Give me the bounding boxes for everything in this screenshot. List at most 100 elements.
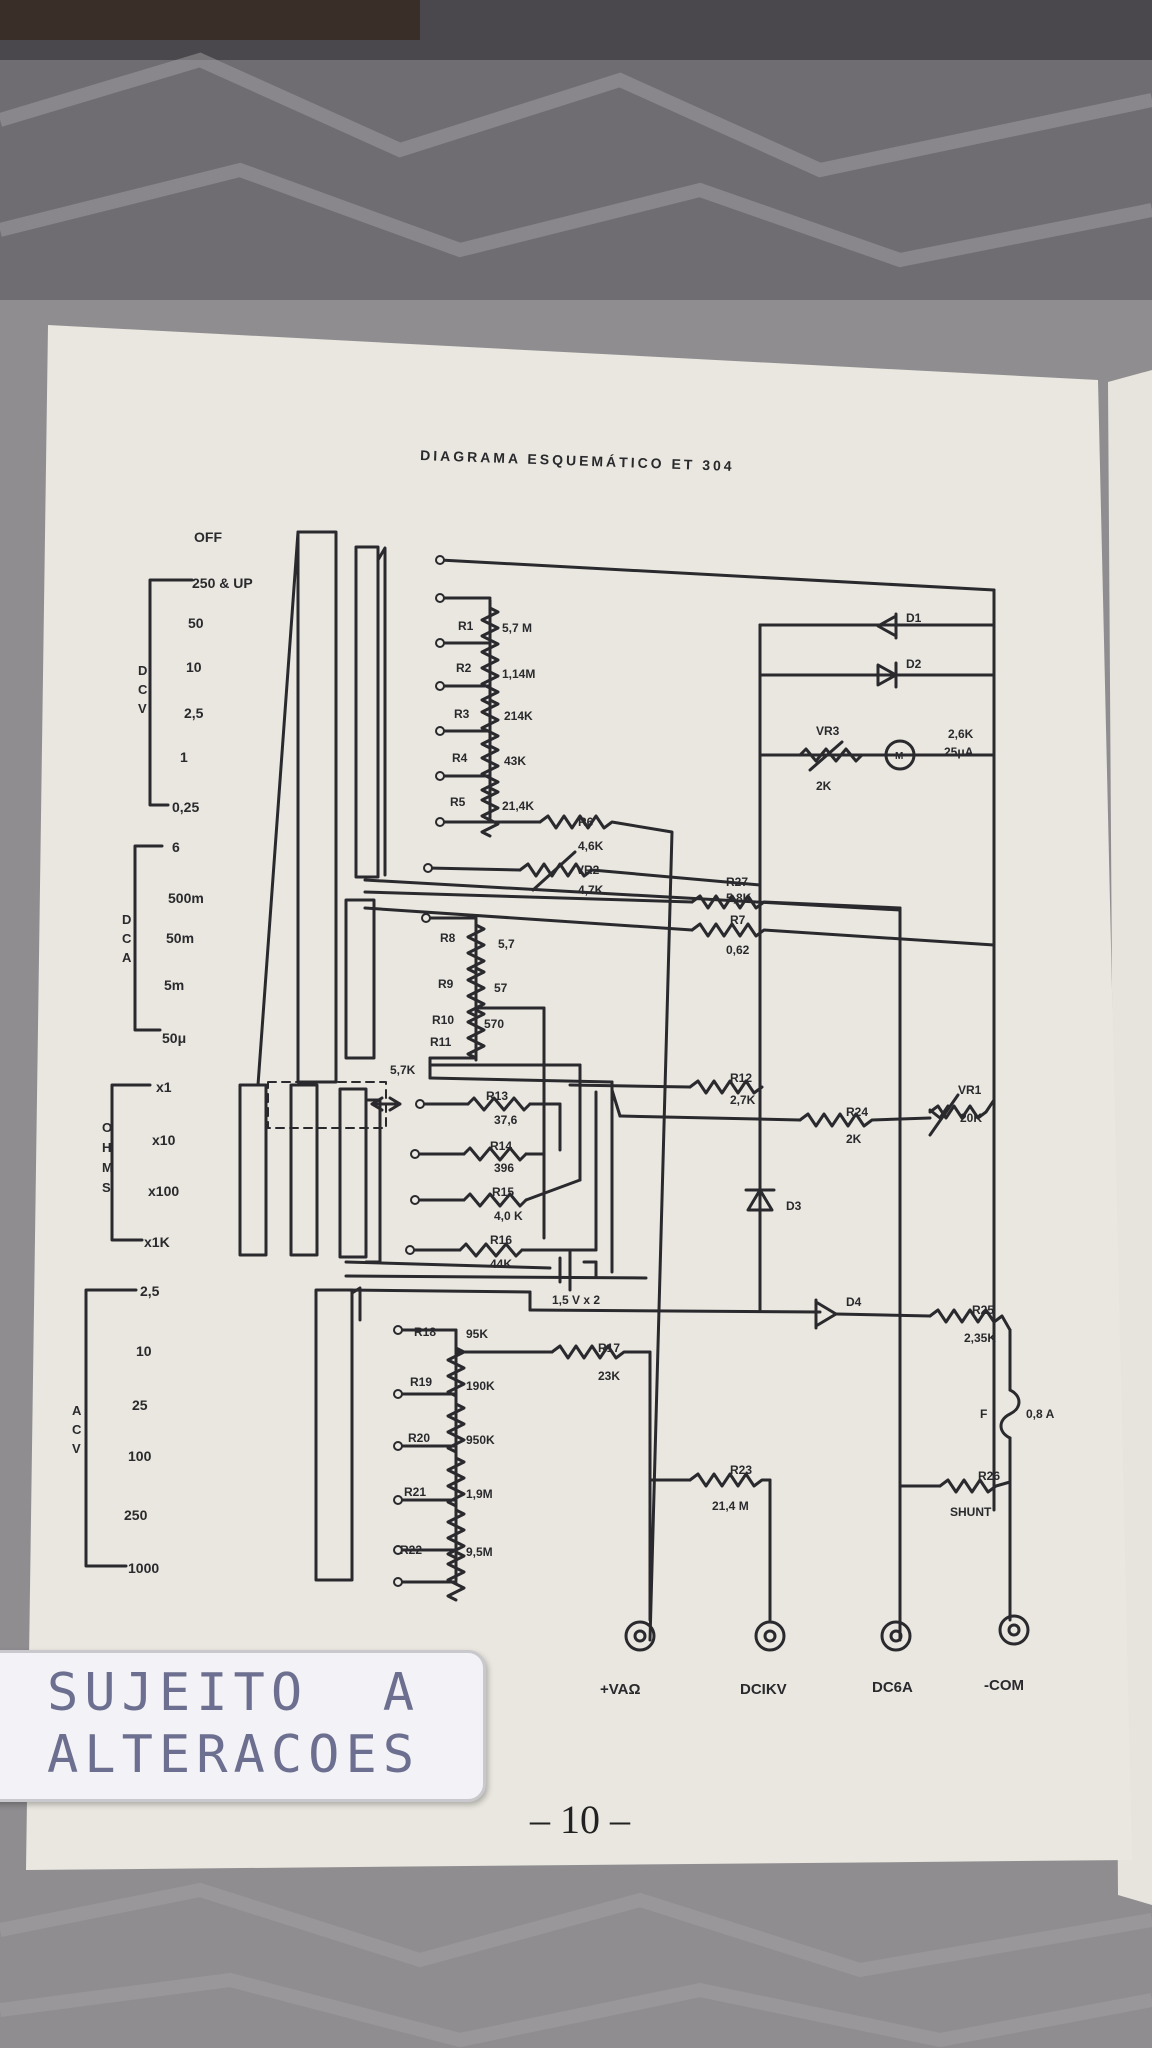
value-meter-1: 2,6K (948, 727, 974, 741)
value-r8: 5,7 (498, 937, 515, 951)
label-r14: R14 (490, 1139, 512, 1153)
label-battery: 1,5 V x 2 (552, 1293, 600, 1307)
ohms-group-1: H (102, 1140, 111, 1155)
switch-wafer-dca (344, 898, 376, 1060)
range-off: OFF (194, 529, 222, 545)
dca-range-1: 500m (168, 890, 204, 906)
page-number: – 10 – (530, 1797, 630, 1842)
ohms-bracket (110, 1083, 152, 1242)
dcv-bracket (148, 578, 194, 807)
value-meter-2: 25μA (944, 745, 974, 759)
value-r27: 5,8K (726, 891, 752, 905)
value-vr2: 4,7K (578, 883, 604, 897)
label-r3: R3 (454, 707, 470, 721)
label-r25: R25 (972, 1303, 994, 1317)
ohms-range-0: x1 (156, 1079, 172, 1095)
value-r21: 1,9M (466, 1487, 493, 1501)
value-r18: 95K (466, 1327, 488, 1341)
value-vr3: 2K (816, 779, 832, 793)
dca-group-0: D (122, 912, 131, 927)
dca-range-3: 5m (164, 977, 184, 993)
acv-bracket (84, 1288, 138, 1568)
value-fuse: 0,8 A (1026, 1407, 1055, 1421)
label-r19: R19 (410, 1375, 432, 1389)
label-r8: R8 (440, 931, 456, 945)
dca-group-2: A (122, 950, 132, 965)
switch-wafer-ohms-1 (238, 1083, 268, 1257)
dcv-group-1: C (138, 682, 148, 697)
dcv-group-2: V (138, 701, 147, 716)
schematic-title: DIAGRAMA ESQUEMÁTICO ET 304 (420, 447, 735, 474)
switch-wafer-ohms-3 (338, 1087, 368, 1259)
acv-range-4: 250 (124, 1507, 148, 1523)
value-r1: 5,7 M (502, 621, 532, 635)
label-r13: R13 (486, 1089, 508, 1103)
label-r12: R12 (730, 1071, 752, 1085)
dcv-range-3: 2,5 (184, 705, 204, 721)
label-r27: R27 (726, 875, 748, 889)
value-r4: 43K (504, 754, 526, 768)
sticker-line-1: SUJEITO A (47, 1663, 421, 1723)
acv-group-1: C (72, 1422, 82, 1437)
value-r23: 21,4 M (712, 1499, 749, 1513)
label-r20: R20 (408, 1431, 430, 1445)
acv-range-3: 100 (128, 1448, 152, 1464)
value-r2: 1,14M (502, 667, 535, 681)
label-meter: M (895, 751, 903, 762)
label-r4: R4 (452, 751, 468, 765)
dca-range-0: 6 (172, 839, 180, 855)
label-r10: R10 (432, 1013, 454, 1027)
label-d4: D4 (846, 1295, 862, 1309)
ohms-group-0: O (102, 1120, 112, 1135)
value-r14: 396 (494, 1161, 514, 1175)
label-r18: R18 (414, 1325, 436, 1339)
label-vr3: VR3 (816, 724, 840, 738)
switch-wafer-main (296, 530, 338, 1084)
value-r5: 21,4K (502, 799, 534, 813)
switch-wafer-ohms-2 (289, 1083, 319, 1257)
label-r23: R23 (730, 1463, 752, 1477)
label-vr1: VR1 (958, 1083, 982, 1097)
label-r22: R22 (400, 1543, 422, 1557)
label-r7: R7 (730, 913, 746, 927)
value-r12: 2,7K (730, 1093, 756, 1107)
value-r26: SHUNT (950, 1505, 992, 1519)
sticker-line-2: ALTERACOES (47, 1725, 421, 1785)
value-r9: 57 (494, 981, 508, 995)
label-r1: R1 (458, 619, 474, 633)
dcv-range-5: 0,25 (172, 799, 199, 815)
label-vr2: VR2 (576, 863, 600, 877)
dcv-group-0: D (138, 663, 147, 678)
terminal-jack-dc6a (880, 1620, 912, 1652)
dcv-range-1: 50 (188, 615, 204, 631)
acv-range-5: 1000 (128, 1560, 159, 1576)
value-r19: 190K (466, 1379, 495, 1393)
ohms-range-3: x1K (144, 1234, 170, 1250)
value-r6: 4,6K (578, 839, 604, 853)
terminal-jack-dc1kv (754, 1620, 786, 1652)
label-r24: R24 (846, 1105, 868, 1119)
label-r9: R9 (438, 977, 454, 991)
value-r3: 214K (504, 709, 533, 723)
terminal-jack-com (998, 1614, 1030, 1646)
label-r26: R26 (978, 1469, 1000, 1483)
terminal-label-vaohm: +VAΩ (600, 1681, 641, 1698)
dca-range-4: 50μ (162, 1030, 186, 1046)
dca-range-2: 50m (166, 930, 194, 946)
value-r24: 2K (846, 1132, 862, 1146)
terminal-label-dc6a: DC6A (872, 1679, 913, 1696)
value-r10: 570 (484, 1017, 504, 1031)
terminal-label-com: -COM (984, 1677, 1024, 1694)
dca-group-1: C (122, 931, 132, 946)
value-r20: 950K (466, 1433, 495, 1447)
label-d1: D1 (906, 611, 922, 625)
ohms-range-1: x10 (152, 1132, 176, 1148)
label-r6: R6 (578, 815, 594, 829)
label-r17: R17 (598, 1341, 620, 1355)
value-r17: 23K (598, 1369, 620, 1383)
label-d3: D3 (786, 1199, 802, 1213)
dcv-range-0: 250 & UP (192, 575, 253, 591)
value-r7: 0,62 (726, 943, 750, 957)
label-r16: R16 (490, 1233, 512, 1247)
label-d2: D2 (906, 657, 922, 671)
